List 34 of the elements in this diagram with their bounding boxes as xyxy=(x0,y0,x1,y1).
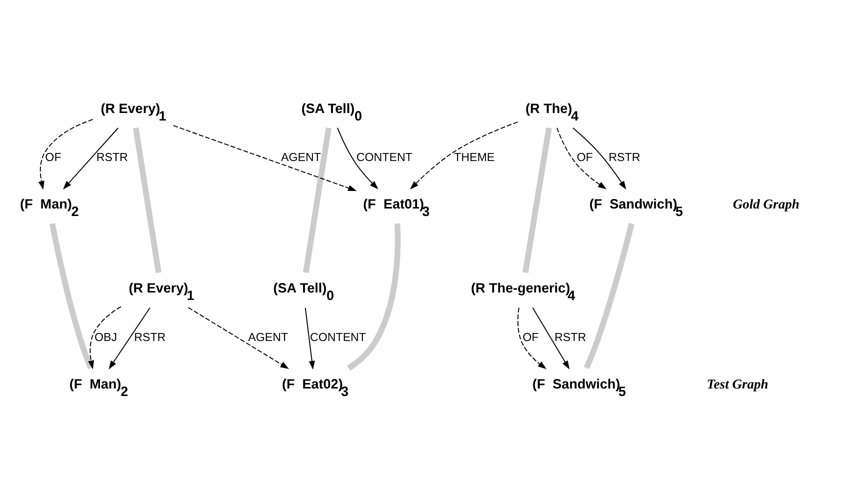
edge-label: RSTR xyxy=(96,152,128,164)
arrow xyxy=(38,118,94,190)
connector xyxy=(132,127,162,272)
connector xyxy=(347,222,401,370)
arrow xyxy=(410,121,518,190)
arrow xyxy=(172,124,357,190)
label: Test Graph xyxy=(706,376,768,391)
arrow xyxy=(62,127,119,189)
edge-label: CONTENT xyxy=(356,152,412,164)
edge-label: AGENT xyxy=(281,152,321,164)
connector xyxy=(303,127,332,272)
arrow xyxy=(88,306,122,369)
arrow xyxy=(572,127,626,190)
arrow xyxy=(188,306,289,368)
edge-label: THEME xyxy=(454,152,495,164)
edge-label: CONTENT xyxy=(310,331,366,344)
edge-label: OF xyxy=(576,152,593,164)
label: Gold Graph xyxy=(732,196,800,212)
connector xyxy=(584,222,634,369)
edge-label: OF xyxy=(522,331,539,344)
edge-label: OF xyxy=(45,152,62,164)
edge-label: AGENT xyxy=(248,331,288,344)
edge-label: RSTR xyxy=(134,331,166,344)
arrow xyxy=(336,126,378,189)
connector xyxy=(522,127,552,272)
arrow xyxy=(517,306,547,369)
connector xyxy=(49,222,94,369)
arrow xyxy=(556,126,607,189)
arrow xyxy=(108,306,150,369)
arrow xyxy=(304,306,315,370)
arrow xyxy=(532,306,570,369)
edge-label: RSTR xyxy=(608,152,640,164)
edge-label: RSTR xyxy=(554,331,586,344)
edge-label: OBJ xyxy=(94,331,118,344)
